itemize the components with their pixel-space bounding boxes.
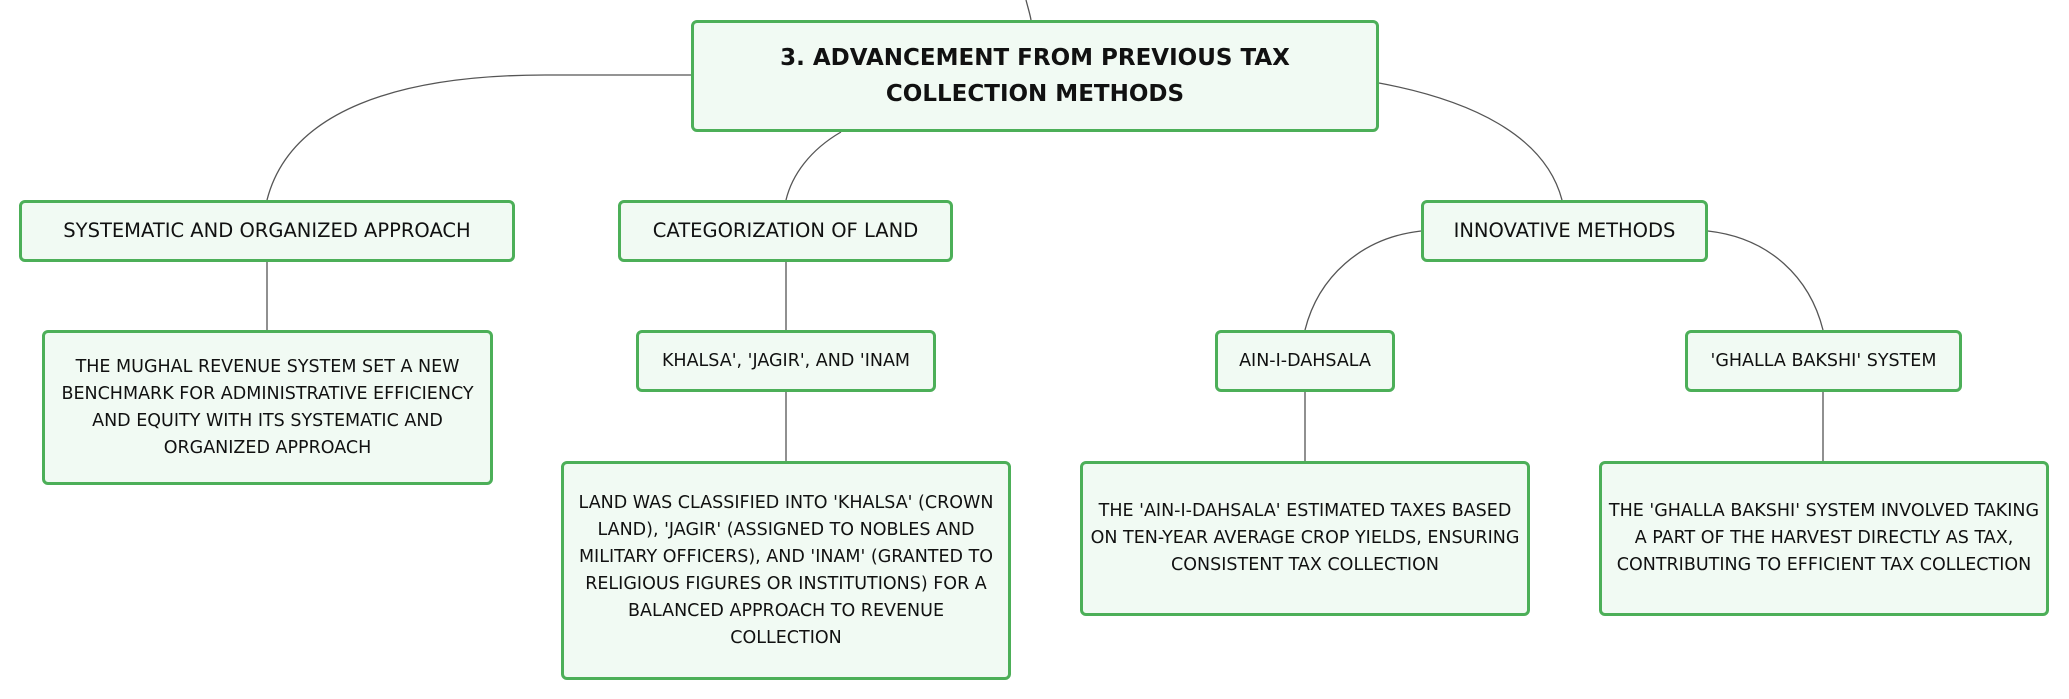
root-node[interactable]: 3. ADVANCEMENT FROM PREVIOUS TAX COLLECT… [691,20,1379,132]
node-ghalla-bakshi-label: 'GHALLA BAKSHI' SYSTEM [1710,350,1937,371]
node-ain-i-dahsala-label: AIN-I-DAHSALA [1239,350,1371,371]
node-ghalla-bakshi-detail-text: THE 'GHALLA BAKSHI' SYSTEM INVOLVED TAKI… [1608,501,2040,575]
node-mughal-revenue-detail[interactable]: THE MUGHAL REVENUE SYSTEM SET A NEW BENC… [42,330,493,485]
node-mughal-revenue-detail-text: THE MUGHAL REVENUE SYSTEM SET A NEW BENC… [61,356,474,458]
node-ain-i-dahsala-detail[interactable]: THE 'AIN-I-DAHSALA' ESTIMATED TAXES BASE… [1080,461,1530,616]
node-innovative-methods-label: INNOVATIVE METHODS [1453,219,1676,242]
node-land-classification-detail[interactable]: LAND WAS CLASSIFIED INTO 'KHALSA' (CROWN… [561,461,1011,680]
node-systematic-approach-label: SYSTEMATIC AND ORGANIZED APPROACH [63,219,471,242]
connector-root-parent [1025,0,1032,21]
node-ghalla-bakshi[interactable]: 'GHALLA BAKSHI' SYSTEM [1685,330,1962,392]
node-categorization-of-land[interactable]: CATEGORIZATION OF LAND [618,200,953,262]
node-khalsa-jagir-inam-label: KHALSA', 'JAGIR', AND 'INAM [661,350,911,371]
node-ain-i-dahsala-detail-text: THE 'AIN-I-DAHSALA' ESTIMATED TAXES BASE… [1090,501,1520,575]
connector-root-systematic [266,74,691,201]
node-ain-i-dahsala[interactable]: AIN-I-DAHSALA [1215,330,1395,392]
connector-root-categorization [785,131,842,201]
connector-innovative-ghalla [1707,230,1824,331]
node-systematic-approach[interactable]: SYSTEMATIC AND ORGANIZED APPROACH [19,200,515,262]
node-ghalla-bakshi-detail[interactable]: THE 'GHALLA BAKSHI' SYSTEM INVOLVED TAKI… [1599,461,2049,616]
connector-innovative-ain [1304,230,1422,331]
connector-root-innovative [1378,82,1563,201]
node-innovative-methods[interactable]: INNOVATIVE METHODS [1421,200,1708,262]
node-khalsa-jagir-inam[interactable]: KHALSA', 'JAGIR', AND 'INAM [636,330,936,392]
root-node-label: 3. ADVANCEMENT FROM PREVIOUS TAX COLLECT… [780,45,1290,107]
node-land-classification-detail-text: LAND WAS CLASSIFIED INTO 'KHALSA' (CROWN… [578,492,994,648]
node-categorization-of-land-label: CATEGORIZATION OF LAND [652,219,919,242]
